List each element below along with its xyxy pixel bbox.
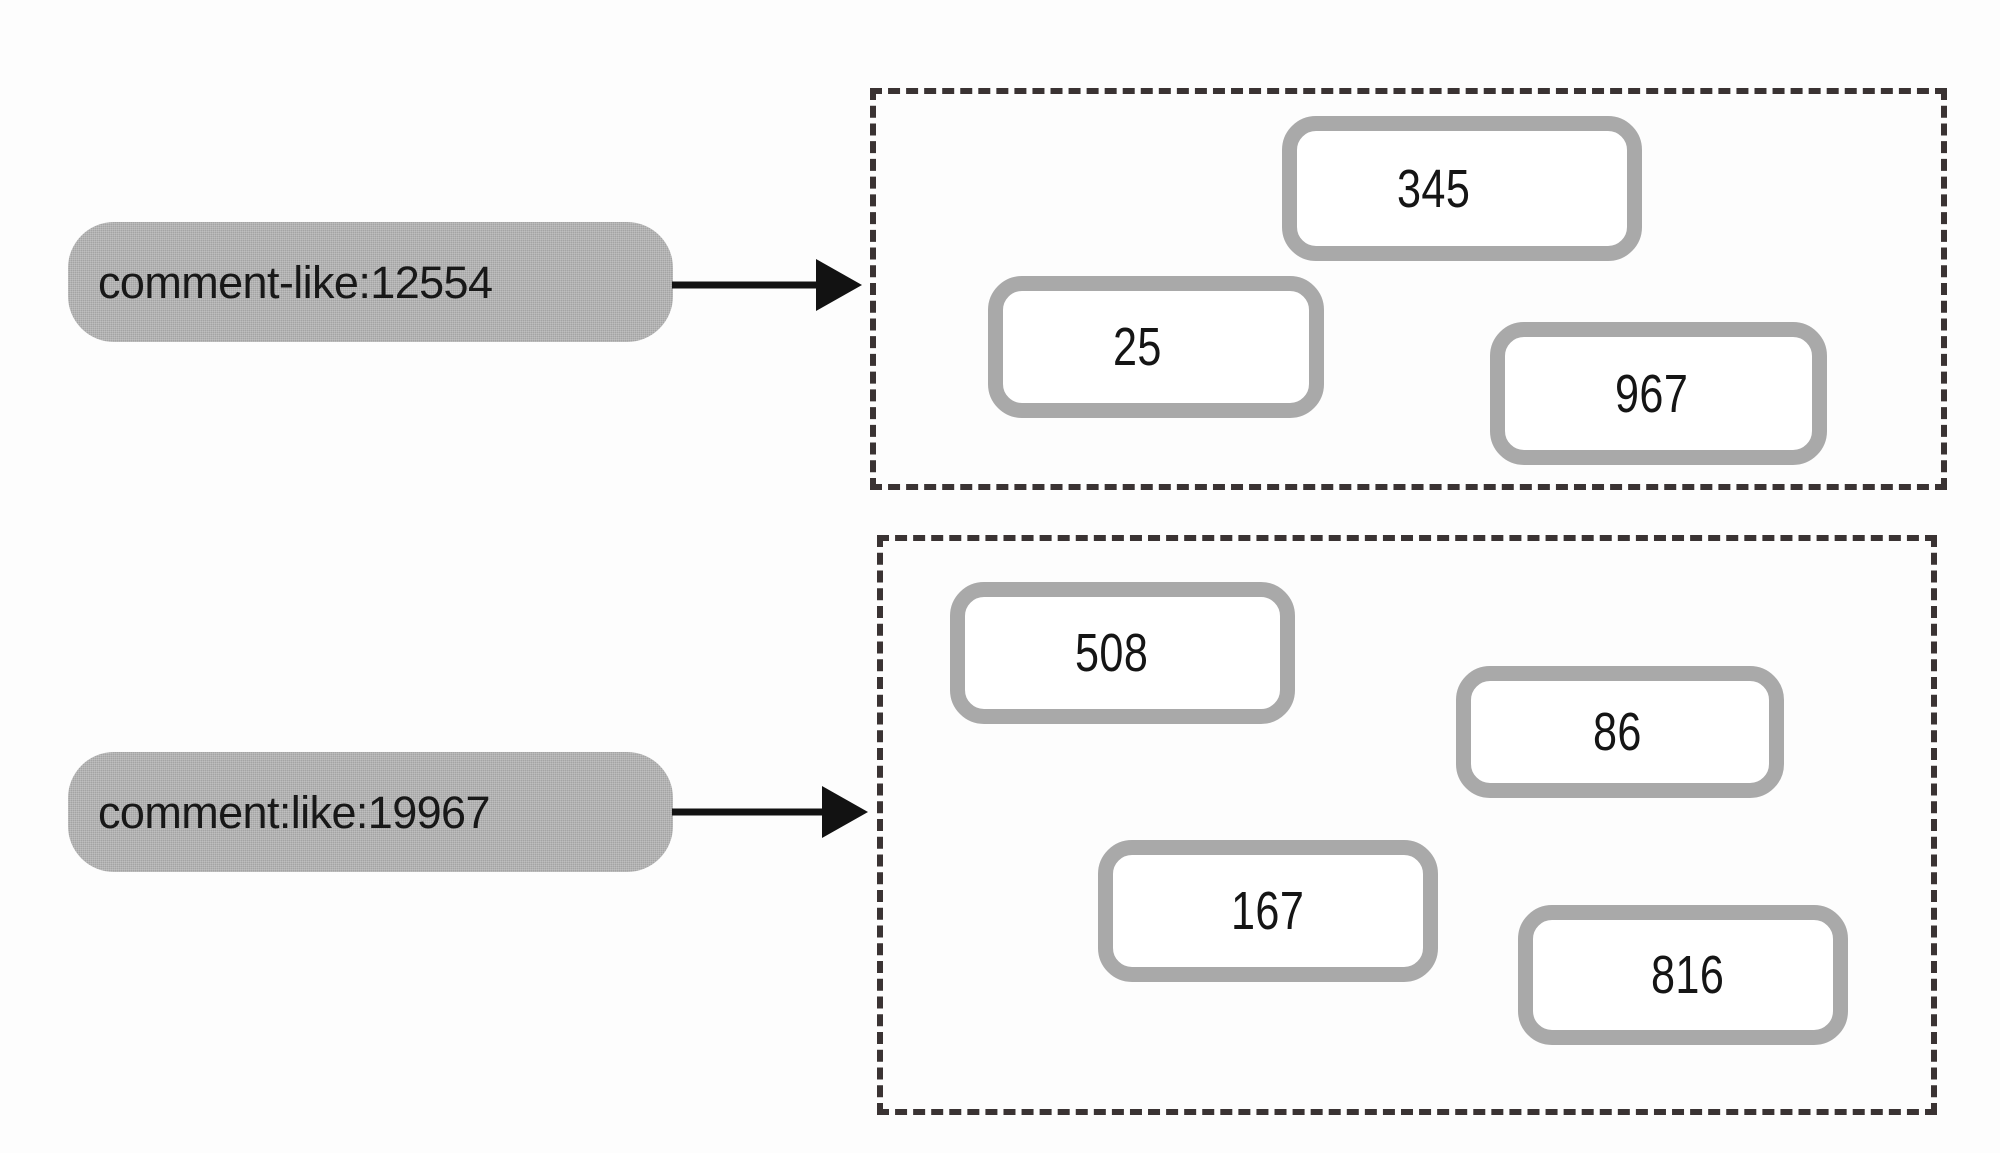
member-value: 25 [1113,317,1162,377]
key-pill-1[interactable]: comment-like:12554 [68,222,673,342]
member-box[interactable]: 508 [950,582,1295,724]
arrow-head-1 [816,259,862,311]
member-value: 167 [1231,881,1305,941]
arrow-to-set-1 [672,259,862,311]
member-set-container-2: 508 86 167 816 [877,535,1937,1115]
member-box[interactable]: 167 [1098,840,1438,982]
member-value: 816 [1651,945,1725,1005]
member-box[interactable]: 345 [1282,116,1642,261]
key-label-2: comment:like:19967 [98,786,491,838]
member-value: 86 [1593,702,1642,762]
member-box[interactable]: 25 [988,276,1324,418]
arrow-to-set-2 [672,786,868,838]
key-label-1: comment-like:12554 [98,256,493,308]
member-box[interactable]: 86 [1456,666,1784,798]
key-pill-2[interactable]: comment:like:19967 [68,752,673,872]
member-value: 345 [1397,158,1471,219]
member-value: 967 [1615,363,1689,424]
member-value: 508 [1075,623,1149,683]
member-box[interactable]: 816 [1518,905,1848,1045]
member-set-container-1: 345 25 967 [870,88,1947,490]
member-box[interactable]: 967 [1490,322,1827,465]
arrow-head-2 [822,786,868,838]
